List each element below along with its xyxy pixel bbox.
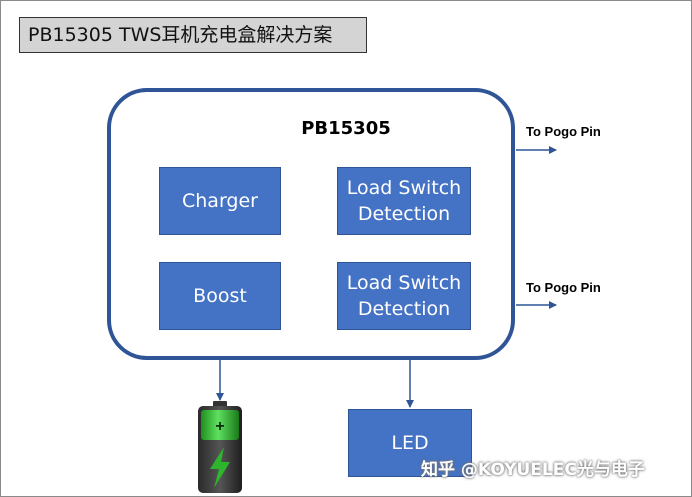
led-label: LED bbox=[391, 432, 429, 454]
lightning-bolt-icon bbox=[210, 447, 230, 488]
pogo-pin-label-top: To Pogo Pin bbox=[526, 124, 601, 139]
boost-block: Boost bbox=[159, 262, 281, 330]
watermark: 知乎 @KOYUELEC光与电子 bbox=[421, 460, 645, 480]
load-switch-label-2: Load Switch Detection bbox=[346, 272, 462, 320]
charger-label: Charger bbox=[182, 190, 258, 212]
load-switch-detection-block-1: Load Switch Detection bbox=[337, 167, 471, 235]
battery-plus-sign: + bbox=[215, 418, 224, 435]
diagram-title: PB15305 TWS耳机充电盒解决方案 bbox=[19, 17, 367, 53]
pogo-pin-label-bottom: To Pogo Pin bbox=[526, 280, 601, 295]
led-block: LED bbox=[348, 409, 472, 477]
boost-label: Boost bbox=[193, 285, 247, 307]
load-switch-label-1: Load Switch Detection bbox=[346, 177, 462, 225]
battery-icon: + bbox=[198, 401, 242, 493]
chip-label: PB15305 bbox=[301, 118, 391, 139]
load-switch-detection-block-2: Load Switch Detection bbox=[337, 262, 471, 330]
charger-block: Charger bbox=[159, 167, 281, 235]
